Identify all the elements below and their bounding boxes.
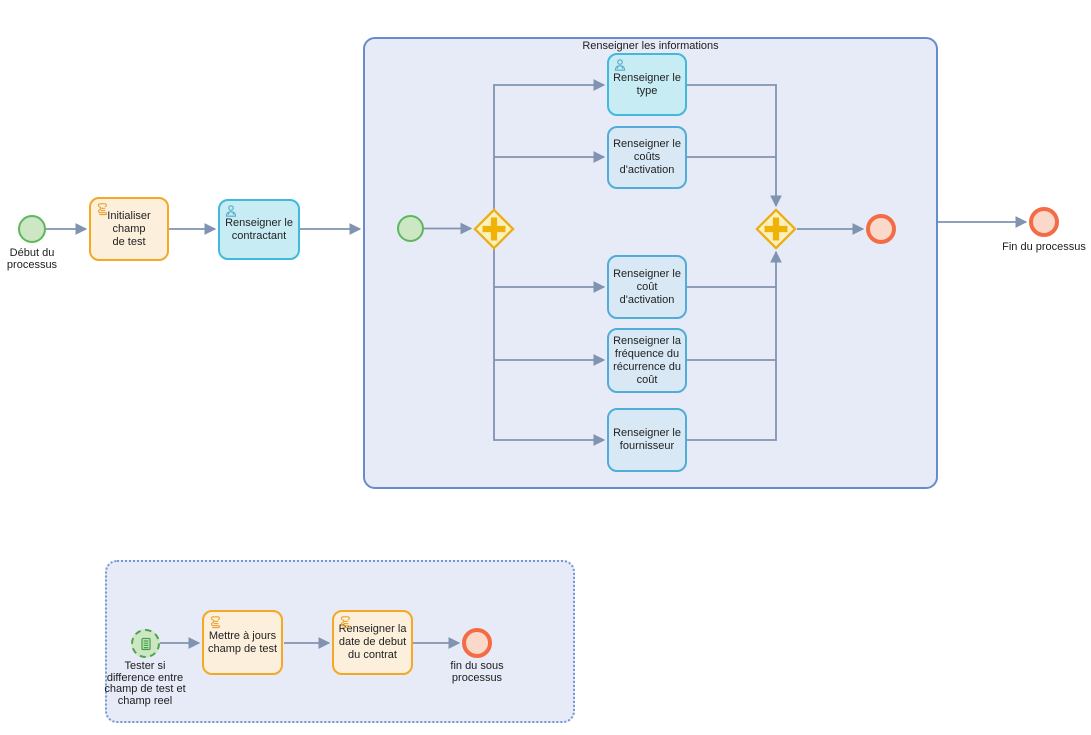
- task-label: Initialiser champ de test: [107, 209, 151, 248]
- end-event-main-label: Fin du processus: [1002, 241, 1086, 253]
- end-event-subprocess[interactable]: [866, 214, 896, 244]
- user-task-icon: [225, 205, 237, 217]
- conditional-start-label: Tester si difference entre champ de test…: [104, 660, 186, 707]
- task-initialiser-champ-de-test[interactable]: Initialiser champ de test: [89, 197, 169, 261]
- task-label: Renseigner le coûts d'activation: [613, 138, 681, 176]
- plus-icon: [482, 217, 506, 241]
- end-event-test[interactable]: [462, 628, 492, 658]
- task-renseigner-frequence[interactable]: Renseigner la fréquence du récurrence du…: [607, 328, 687, 393]
- task-label: Renseigner le fournisseur: [613, 427, 681, 452]
- script-task-icon: [210, 616, 221, 629]
- task-renseigner-cout-activation[interactable]: Renseigner le coût d'activation: [607, 255, 687, 319]
- script-task-icon: [97, 203, 108, 216]
- task-label: Renseigner la date de debut du contrat: [338, 623, 407, 661]
- task-mettre-a-jours-champ[interactable]: Mettre à jours champ de test: [202, 610, 283, 675]
- parallel-gateway-join[interactable]: [755, 208, 797, 250]
- parallel-gateway-split[interactable]: [473, 208, 515, 250]
- user-task-icon: [614, 59, 626, 71]
- task-label: Mettre à jours champ de test: [207, 629, 278, 655]
- task-renseigner-couts-activation[interactable]: Renseigner le coûts d'activation: [607, 126, 687, 189]
- end-event-test-label: fin du sous processus: [450, 660, 504, 684]
- conditional-start-event-test[interactable]: [131, 629, 160, 658]
- end-event-main[interactable]: [1029, 207, 1059, 237]
- task-renseigner-fournisseur[interactable]: Renseigner le fournisseur: [607, 408, 687, 472]
- task-renseigner-type[interactable]: Renseigner le type: [607, 53, 687, 116]
- plus-icon: [764, 217, 788, 241]
- subprocess-title: Renseigner les informations: [582, 40, 719, 52]
- start-event-main-label: Début du processus: [6, 247, 58, 271]
- start-event-main[interactable]: [18, 215, 46, 243]
- conditional-icon: [140, 637, 151, 650]
- script-task-icon: [340, 616, 351, 629]
- task-label: Renseigner la fréquence du récurrence du…: [613, 334, 681, 386]
- task-label: Renseigner le type: [613, 71, 681, 97]
- task-label: Renseigner le contractant: [225, 216, 293, 242]
- task-renseigner-date-debut[interactable]: Renseigner la date de debut du contrat: [332, 610, 413, 675]
- start-event-subprocess[interactable]: [397, 215, 424, 242]
- task-label: Renseigner le coût d'activation: [613, 267, 681, 306]
- task-renseigner-contractant[interactable]: Renseigner le contractant: [218, 199, 300, 260]
